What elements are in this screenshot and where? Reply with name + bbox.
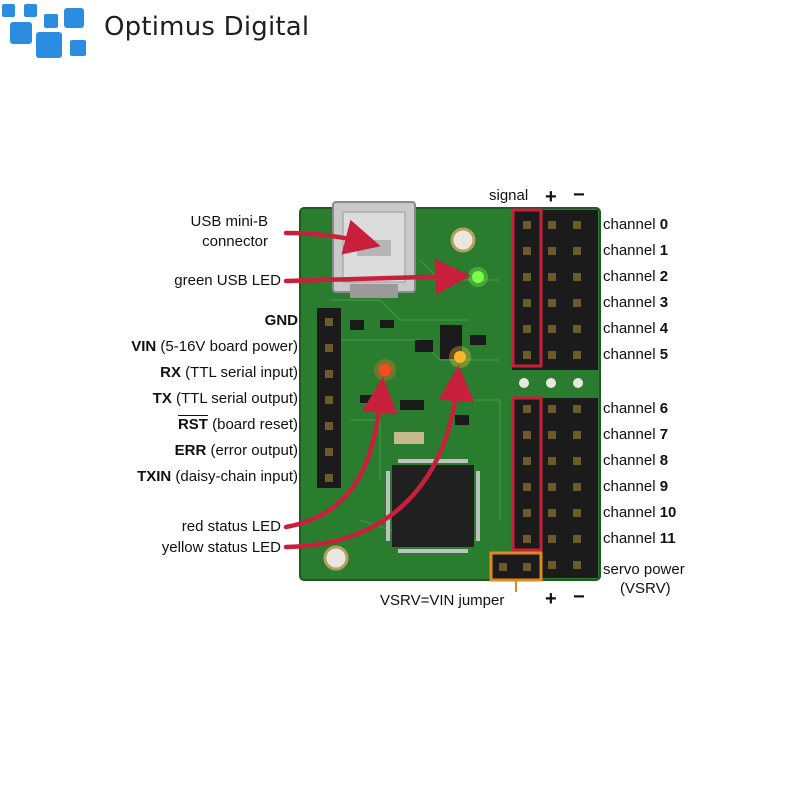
minus-symbol-top: − xyxy=(573,184,585,206)
header-pin xyxy=(523,405,531,413)
pin-label: VIN (5-16V board power) xyxy=(131,338,298,355)
header-pin xyxy=(523,247,531,255)
pin-label: RST (board reset) xyxy=(177,416,298,433)
header-pin xyxy=(573,561,581,569)
header-pin xyxy=(573,509,581,517)
header-pin xyxy=(523,221,531,229)
pin-label: ERR (error output) xyxy=(174,442,298,459)
vsrv-jumper xyxy=(491,553,541,580)
header-pin xyxy=(573,405,581,413)
header-pin xyxy=(523,273,531,281)
channel-label: channel 9 xyxy=(603,478,669,495)
header-pin xyxy=(523,325,531,333)
brand-logo-icon xyxy=(2,4,86,58)
header-pin xyxy=(573,325,581,333)
microcontroller-chip xyxy=(392,465,474,547)
header-pin xyxy=(548,509,556,517)
channel-label: channel 8 xyxy=(603,452,669,469)
header-pin xyxy=(523,299,531,307)
pin-label: TX (TTL serial output) xyxy=(152,390,298,407)
channel-label: channel 10 xyxy=(603,504,677,521)
header-pin xyxy=(573,535,581,543)
jumper-callout: VSRV=VIN jumper xyxy=(380,592,505,609)
channel-label: channel 0 xyxy=(603,216,669,233)
minus-symbol-bottom: − xyxy=(573,586,585,608)
header-pin xyxy=(548,431,556,439)
header-pin xyxy=(573,431,581,439)
header-pin xyxy=(523,509,531,517)
header-pin xyxy=(573,273,581,281)
header-pin xyxy=(523,431,531,439)
servo-header xyxy=(512,210,598,578)
header-pin xyxy=(548,299,556,307)
channel-label: channel 7 xyxy=(603,426,669,443)
mounting-hole xyxy=(546,378,556,388)
arrow-red-led xyxy=(283,377,398,530)
usb-connector xyxy=(332,201,416,298)
header-pin xyxy=(548,457,556,465)
header-pin xyxy=(523,535,531,543)
red-status-led xyxy=(379,364,391,376)
header-pin xyxy=(548,273,556,281)
pin-label: TXIN (daisy-chain input) xyxy=(137,468,298,485)
header-pin xyxy=(523,457,531,465)
channel-label: channel 4 xyxy=(603,320,669,337)
header-pin xyxy=(548,535,556,543)
servo-power-line1: servo power xyxy=(603,561,685,578)
header-pin xyxy=(523,351,531,359)
header-pin xyxy=(523,483,531,491)
pin-label: GND xyxy=(264,312,298,329)
mounting-hole xyxy=(573,378,583,388)
red-led-callout: red status LED xyxy=(181,518,281,535)
header-pin xyxy=(573,483,581,491)
header-pin xyxy=(548,247,556,255)
mounting-hole xyxy=(450,227,476,253)
arrow-green-led xyxy=(283,258,471,295)
channel-label: channel 11 xyxy=(603,530,676,547)
mounting-hole xyxy=(519,378,529,388)
yellow-status-led xyxy=(454,351,466,363)
mounting-hole xyxy=(323,545,349,571)
header-pin xyxy=(548,325,556,333)
channel-label: channel 5 xyxy=(603,346,669,363)
channel-label: channel 1 xyxy=(603,242,669,259)
header-pin xyxy=(548,351,556,359)
channel-label: channel 2 xyxy=(603,268,669,285)
signal-box-bottom xyxy=(511,396,543,552)
servo-power-line2: (VSRV) xyxy=(620,580,671,597)
green-usb-led xyxy=(472,271,484,283)
header-pin xyxy=(573,221,581,229)
plus-symbol-bottom: + xyxy=(545,588,557,610)
green-led-callout: green USB LED xyxy=(174,272,281,289)
usb-callout-line2: connector xyxy=(202,233,268,250)
channel-label: channel 6 xyxy=(603,400,669,417)
header-pin xyxy=(548,483,556,491)
arrow-usb xyxy=(283,219,381,255)
header-pin xyxy=(573,247,581,255)
pin-label: RX (TTL serial input) xyxy=(160,364,298,381)
brand-header: Optimus Digital xyxy=(0,0,340,80)
arrow-yellow-led xyxy=(283,365,475,550)
signal-label: signal xyxy=(489,187,529,204)
header-pin xyxy=(548,561,556,569)
plus-symbol-top: + xyxy=(545,186,557,208)
signal-box-top xyxy=(511,208,543,368)
channel-label: channel 3 xyxy=(603,294,669,311)
left-header xyxy=(317,308,341,488)
header-pin xyxy=(573,351,581,359)
header-pin xyxy=(548,221,556,229)
yellow-led-callout: yellow status LED xyxy=(161,539,281,556)
header-pin xyxy=(573,299,581,307)
usb-callout-line1: USB mini-B xyxy=(190,213,268,230)
brand-name: Optimus Digital xyxy=(104,12,310,42)
header-pin xyxy=(573,457,581,465)
header-pin xyxy=(548,405,556,413)
